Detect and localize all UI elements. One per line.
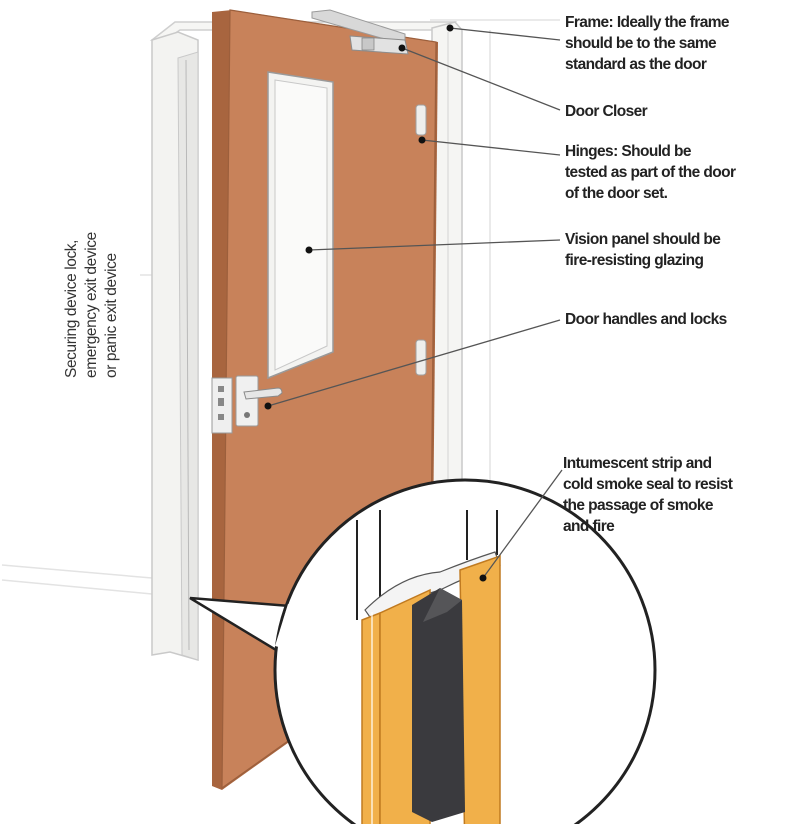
label-door-closer-title: Door Closer (565, 103, 648, 120)
label-frame-line-1: Ideally the frame (616, 14, 730, 31)
label-securing-device: Securing device lock, emergency exit dev… (62, 198, 122, 378)
label-frame-line-2: should be to the same (565, 35, 717, 52)
label-intumescent-line-3: the passage of smoke (563, 497, 714, 514)
label-intumescent: Intumescent strip and cold smoke seal to… (563, 453, 785, 537)
seal-detail-callout (189, 478, 657, 824)
hinges (415, 104, 427, 376)
label-hinges: Hinges: Should be tested as part of the … (565, 141, 787, 204)
label-door-closer: Door Closer (565, 101, 765, 122)
label-frame-title: Frame: (565, 14, 614, 31)
label-securing-line-1: Securing device lock, (63, 239, 80, 378)
leader-dots (264, 24, 487, 582)
label-frame: Frame: Ideally the frame should be to th… (565, 12, 785, 75)
vision-panel (267, 71, 334, 380)
label-vision-panel-line-2: fire-resisting glazing (565, 252, 704, 269)
label-intumescent-line-4: and fire (563, 518, 615, 535)
label-vision-panel-line-1: Vision panel should be (565, 231, 721, 248)
label-hinges-title: Hinges: (565, 143, 618, 160)
label-intumescent-line-2: cold smoke seal to resist (563, 476, 733, 493)
label-securing-line-3: or panic exit device (103, 253, 120, 378)
label-handles-line-1: Door handles and locks (565, 311, 727, 328)
label-hinges-line-3: of the door set. (565, 185, 668, 202)
label-intumescent-line-1: Intumescent strip and (563, 455, 712, 472)
label-securing-line-2: emergency exit device (83, 232, 100, 378)
door-closer (311, 9, 409, 55)
label-hinges-line-1: Should be (621, 143, 691, 160)
label-vision-panel: Vision panel should be fire-resisting gl… (565, 229, 785, 271)
leader-lines (267, 27, 563, 579)
seal-cross-section (356, 510, 501, 824)
label-frame-line-3: standard as the door (565, 56, 707, 73)
door-handle-lock (211, 375, 283, 434)
label-hinges-line-2: tested as part of the door (565, 164, 736, 181)
label-handles: Door handles and locks (565, 309, 785, 330)
